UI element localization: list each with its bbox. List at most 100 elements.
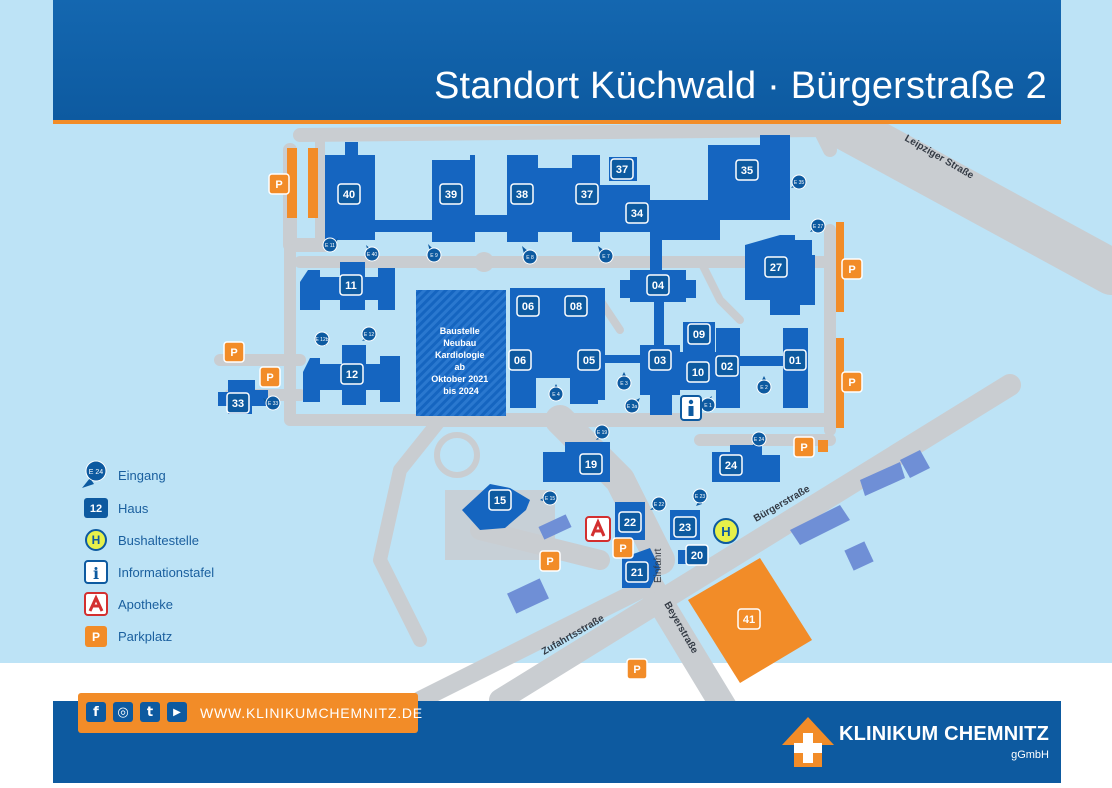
- svg-text:06: 06: [522, 301, 534, 313]
- building-06-badge: 06: [516, 295, 540, 317]
- entrance-e22: E 22: [650, 496, 667, 512]
- building-20-badge: 20: [685, 544, 709, 566]
- svg-text:12: 12: [346, 369, 358, 381]
- svg-text:09: 09: [693, 329, 705, 341]
- building-02-badge: 02: [715, 355, 739, 377]
- svg-text:E 27: E 27: [813, 224, 824, 230]
- legend-item-building: 12 Haus: [80, 496, 148, 522]
- entrance-e8: E 8: [522, 246, 538, 265]
- building-37-badge: 37: [575, 183, 599, 205]
- facebook-icon[interactable]: f: [86, 702, 106, 722]
- svg-text:08: 08: [570, 301, 582, 313]
- svg-text:E 12: E 12: [364, 332, 375, 338]
- building-34-badge: 34: [625, 202, 649, 224]
- building-37-north-badge: 37: [610, 158, 634, 180]
- entrance-e4: E 4: [548, 384, 564, 402]
- bus-stop-marker: H: [713, 518, 739, 544]
- svg-text:35: 35: [741, 165, 753, 177]
- legend-item-parking: P Parkplatz: [80, 624, 172, 650]
- instagram-icon[interactable]: ◎: [113, 702, 133, 722]
- svg-text:34: 34: [631, 208, 644, 220]
- website-link[interactable]: WWW.KLINIKUMCHEMNITZ.DE: [200, 705, 423, 721]
- legend-item-pharmacy: Apotheke: [80, 592, 173, 618]
- svg-text:39: 39: [445, 189, 457, 201]
- svg-text:E 9: E 9: [430, 253, 438, 259]
- svg-text:E 19: E 19: [597, 430, 608, 436]
- svg-text:E 40: E 40: [367, 252, 378, 258]
- page-footer: f ◎ t ▶ WWW.KLINIKUMCHEMNITZ.DE KLINIKUM…: [53, 693, 1061, 783]
- svg-text:11: 11: [345, 280, 357, 292]
- svg-text:05: 05: [583, 355, 595, 367]
- parking-marker-7: P: [539, 550, 561, 572]
- bus-stop-icon: H: [85, 529, 107, 551]
- svg-text:41: 41: [743, 614, 755, 626]
- building-badges: 40 39 38 37 37 34 35 27 11 12 33 06 08 0…: [226, 158, 807, 630]
- svg-text:E 23: E 23: [695, 494, 706, 500]
- svg-text:P: P: [848, 264, 855, 276]
- entrance-e19: E 19: [594, 424, 610, 440]
- svg-text:H: H: [721, 524, 730, 539]
- svg-text:H: H: [92, 533, 101, 547]
- svg-text:15: 15: [494, 495, 506, 507]
- entrance-e15: E 15: [540, 490, 558, 506]
- svg-text:E 15: E 15: [545, 496, 556, 502]
- svg-text:33: 33: [232, 398, 244, 410]
- twitter-icon[interactable]: t: [140, 702, 160, 722]
- entrance-e1: E 1: [700, 396, 716, 413]
- legend-label-entrance: Eingang: [118, 468, 166, 483]
- building-22-badge: 22: [618, 511, 642, 533]
- entrance-e9: E 9: [426, 244, 442, 263]
- svg-text:i: i: [93, 564, 99, 583]
- building-09-badge: 09: [687, 323, 711, 345]
- svg-text:E 4: E 4: [552, 392, 560, 398]
- pharmacy-icon: [84, 592, 108, 616]
- entrance-e11: E 11: [322, 237, 338, 253]
- parking-markers: P P P P P P P P P: [223, 173, 863, 680]
- svg-text:01: 01: [789, 355, 801, 367]
- page-header: Standort Küchwald · Bürgerstraße 2: [53, 0, 1061, 124]
- pharmacy-marker: [585, 516, 611, 542]
- building-12-badge: 12: [340, 363, 364, 385]
- legend-label-info: Informationstafel: [118, 565, 215, 580]
- svg-text:21: 21: [631, 567, 643, 579]
- parking-icon: P: [85, 626, 107, 647]
- parking-marker-4: P: [223, 341, 245, 363]
- secondary-buildings: [507, 450, 930, 614]
- entrance-pin-icon: E 24: [82, 460, 107, 488]
- parking-strips: [287, 148, 844, 452]
- building-number-icon: 12: [84, 498, 108, 518]
- legend-item-info: i Informationstafel: [80, 560, 214, 586]
- entrance-e33: E 33: [263, 395, 281, 411]
- entrance-e3: E 3: [616, 372, 632, 391]
- entrance-e12: E 12: [361, 326, 377, 342]
- svg-text:04: 04: [652, 280, 665, 292]
- svg-text:E 22: E 22: [654, 502, 665, 508]
- construction-site: [416, 290, 506, 416]
- youtube-icon[interactable]: ▶: [167, 702, 187, 722]
- building-21-badge: 21: [625, 561, 649, 583]
- svg-text:E 35: E 35: [794, 180, 805, 186]
- entrance-e7: E 7: [598, 246, 614, 264]
- svg-text:P: P: [800, 442, 807, 454]
- svg-text:E 8: E 8: [526, 255, 534, 261]
- svg-text:E 11: E 11: [325, 243, 335, 249]
- svg-text:E 3: E 3: [620, 381, 628, 387]
- svg-text:E 24: E 24: [89, 469, 104, 476]
- entrance-e23: E 23: [692, 488, 708, 506]
- klinikum-logo-icon: [782, 717, 834, 767]
- building-35-badge: 35: [735, 159, 759, 181]
- page-title: Standort Küchwald · Bürgerstraße 2: [434, 65, 1047, 107]
- svg-text:20: 20: [691, 550, 703, 562]
- building-10-badge: 10: [686, 361, 710, 383]
- roundabout: [434, 432, 480, 478]
- info-board-icon: i: [84, 560, 108, 584]
- entrance-e24: E 24: [751, 431, 767, 447]
- parking-marker-1: P: [268, 173, 290, 195]
- entrance-e12b: E 12b: [314, 331, 330, 347]
- svg-text:E 3a: E 3a: [627, 404, 638, 410]
- svg-text:P: P: [92, 630, 100, 644]
- building-39-badge: 39: [439, 183, 463, 205]
- svg-text:03: 03: [654, 355, 666, 367]
- building-33-badge: 33: [226, 392, 250, 414]
- buergerstrasse-road: [489, 374, 1021, 711]
